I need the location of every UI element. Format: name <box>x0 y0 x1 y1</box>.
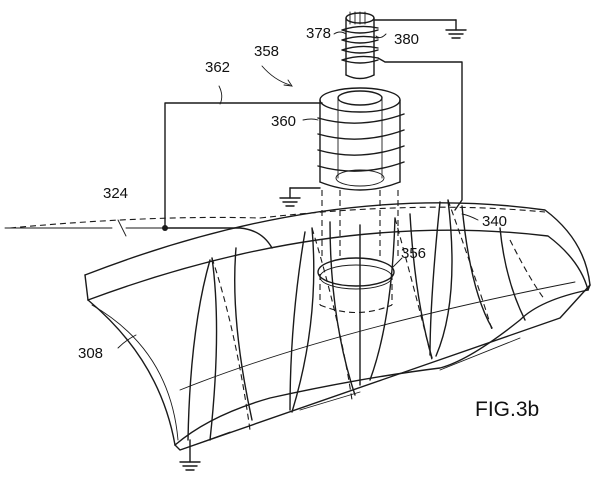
label-324: 324 <box>103 185 128 202</box>
label-360: 360 <box>271 113 296 130</box>
wire-362 <box>164 102 323 229</box>
figure-label: FIG.3b <box>475 398 539 421</box>
break-mark-362 <box>218 85 223 105</box>
label-378: 378 <box>306 25 331 42</box>
upper-core-378 <box>345 11 375 80</box>
winding-340 <box>187 199 546 441</box>
leader-lines <box>117 31 479 349</box>
label-358: 358 <box>254 43 279 60</box>
upper-coil-380 <box>341 25 379 64</box>
label-362: 362 <box>205 59 230 76</box>
ground-symbol-bottom <box>179 439 201 471</box>
label-380: 380 <box>394 31 419 48</box>
ground-symbol-core <box>279 187 321 207</box>
wire-to-winding <box>164 227 273 249</box>
label-356: 356 <box>401 245 426 262</box>
core-360 <box>317 87 405 191</box>
hole-356 <box>317 257 395 313</box>
curved-plate-308 <box>9 202 591 451</box>
ground-symbol-top <box>373 19 467 39</box>
label-340: 340 <box>482 213 507 230</box>
wire-324-break <box>4 219 166 237</box>
projection-lines <box>321 190 399 258</box>
label-308: 308 <box>78 345 103 362</box>
